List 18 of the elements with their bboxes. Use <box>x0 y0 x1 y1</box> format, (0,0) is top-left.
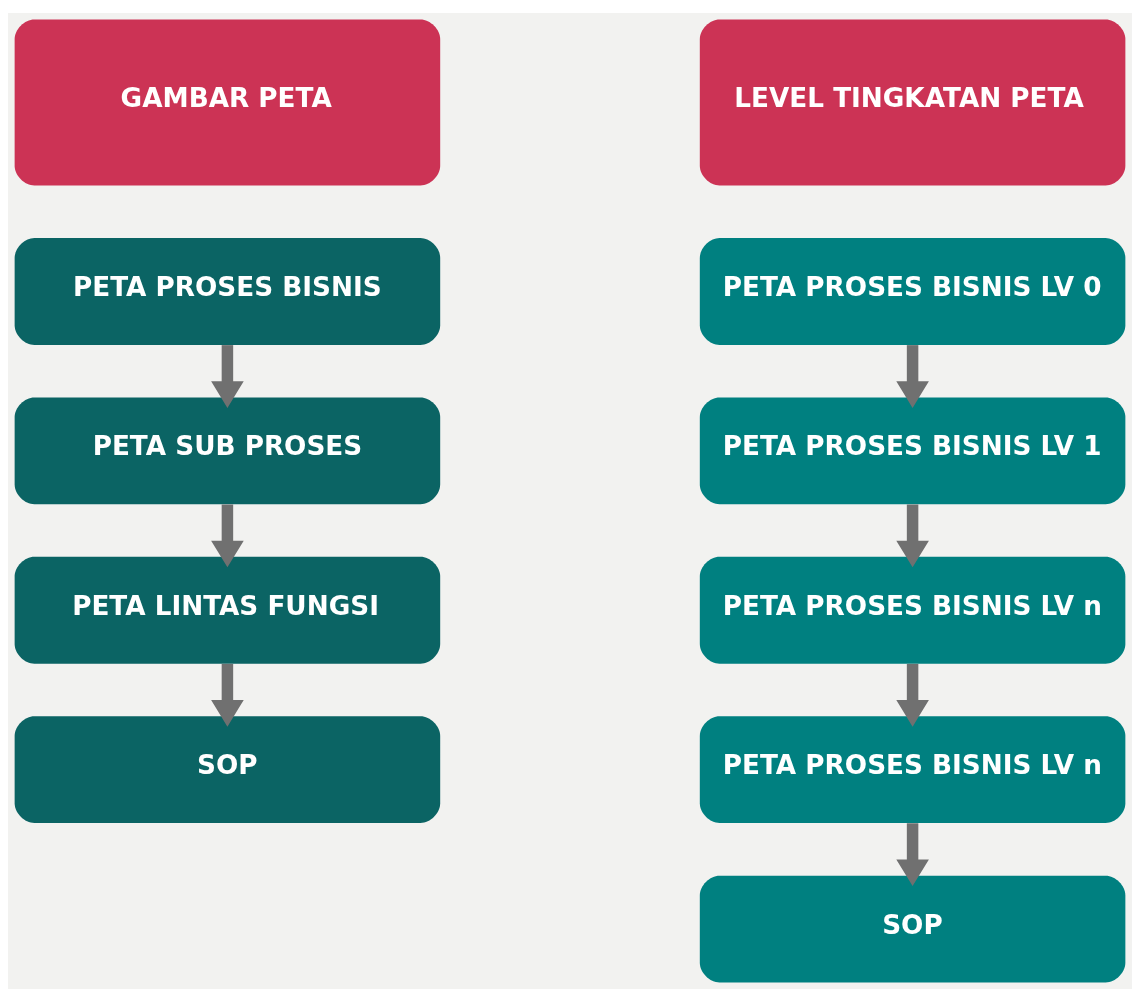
node-box: SOP <box>699 875 1126 983</box>
node-box: GAMBAR PETA <box>14 19 441 186</box>
node-box: PETA PROSES BISNIS LV 0 <box>699 238 1126 345</box>
arrow <box>896 823 929 887</box>
arrow <box>211 663 244 727</box>
node-box: PETA LINTAS FUNGSI <box>14 556 441 664</box>
arrow <box>211 345 244 408</box>
node-box: PETA PROSES BISNIS LV 1 <box>699 397 1126 505</box>
arrow <box>896 663 929 727</box>
node-box: PETA SUB PROSES <box>14 397 441 505</box>
node-box: PETA PROSES BISNIS LV n <box>699 716 1126 824</box>
arrow <box>896 504 929 568</box>
node-box: SOP <box>14 716 441 824</box>
node-box: PETA PROSES BISNIS LV n <box>699 556 1126 664</box>
arrow <box>896 345 929 408</box>
node-box: LEVEL TINGKATAN PETA <box>699 19 1126 186</box>
arrow <box>211 504 244 568</box>
node-box: PETA PROSES BISNIS <box>14 238 441 345</box>
